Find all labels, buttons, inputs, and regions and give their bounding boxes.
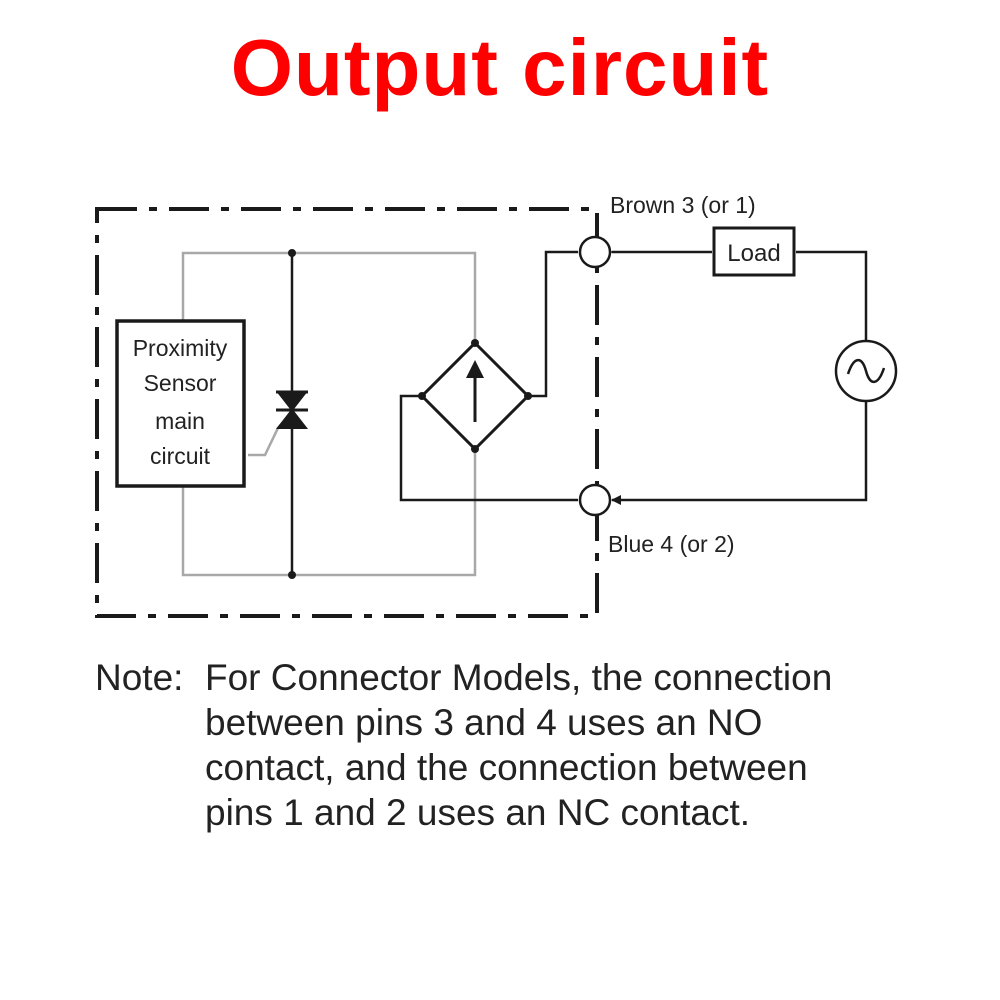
- sensor-box-line: main: [155, 408, 205, 434]
- note-text: For Connector Models, the connection bet…: [205, 655, 915, 835]
- junction-dot: [288, 571, 296, 579]
- ac-source-icon: [834, 339, 898, 403]
- sensor-box-line: circuit: [150, 443, 211, 469]
- note-line: contact, and the connection between: [205, 747, 808, 788]
- page-title: Output circuit: [230, 23, 770, 112]
- sensor-main-circuit-box: [115, 319, 246, 488]
- note-line: between pins 3 and 4 uses an NO: [205, 702, 763, 743]
- sensor-box-line: Sensor: [144, 370, 217, 396]
- note: Note: For Connector Models, the connecti…: [95, 655, 915, 835]
- diode-bridge-icon: [418, 339, 532, 453]
- junction-dot: [288, 249, 296, 257]
- external-wiring: [399, 247, 868, 505]
- terminal-bottom: [578, 483, 612, 517]
- load-label: Load: [727, 240, 780, 267]
- load-box: [712, 226, 796, 277]
- sensor-box-line: Proximity: [133, 335, 228, 361]
- thyristor-icon: [275, 390, 309, 429]
- note-line: For Connector Models, the connection: [205, 657, 833, 698]
- terminal-bottom-label: Blue 4 (or 2): [608, 531, 735, 557]
- note-line: pins 1 and 2 uses an NC contact.: [205, 792, 751, 833]
- sensor-housing-boundary: [95, 207, 599, 618]
- terminal-top: [578, 235, 612, 269]
- note-label: Note:: [95, 657, 184, 698]
- terminal-top-label: Brown 3 (or 1): [610, 192, 756, 218]
